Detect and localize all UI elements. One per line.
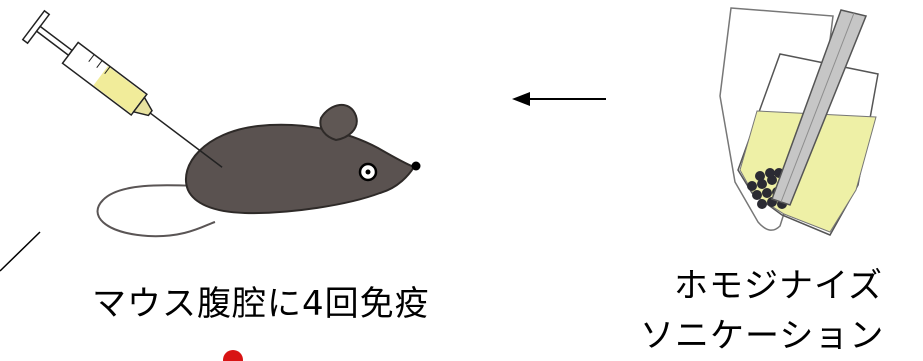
mouse-injection-caption: マウス腹腔に4回免疫 <box>92 284 430 324</box>
homogenizer-probe-icon <box>771 9 868 206</box>
sonication-caption: ソニケーション <box>640 316 885 356</box>
syringe-icon <box>21 9 223 168</box>
mouse-icon <box>185 104 421 215</box>
red-marker-icon <box>223 350 243 361</box>
test-tube-icon <box>719 7 879 236</box>
left-arrow-icon <box>512 92 606 106</box>
mouse-tail-icon <box>96 184 216 238</box>
connector-line <box>0 231 41 272</box>
homogenize-caption: ホモジナイズ <box>674 266 883 306</box>
